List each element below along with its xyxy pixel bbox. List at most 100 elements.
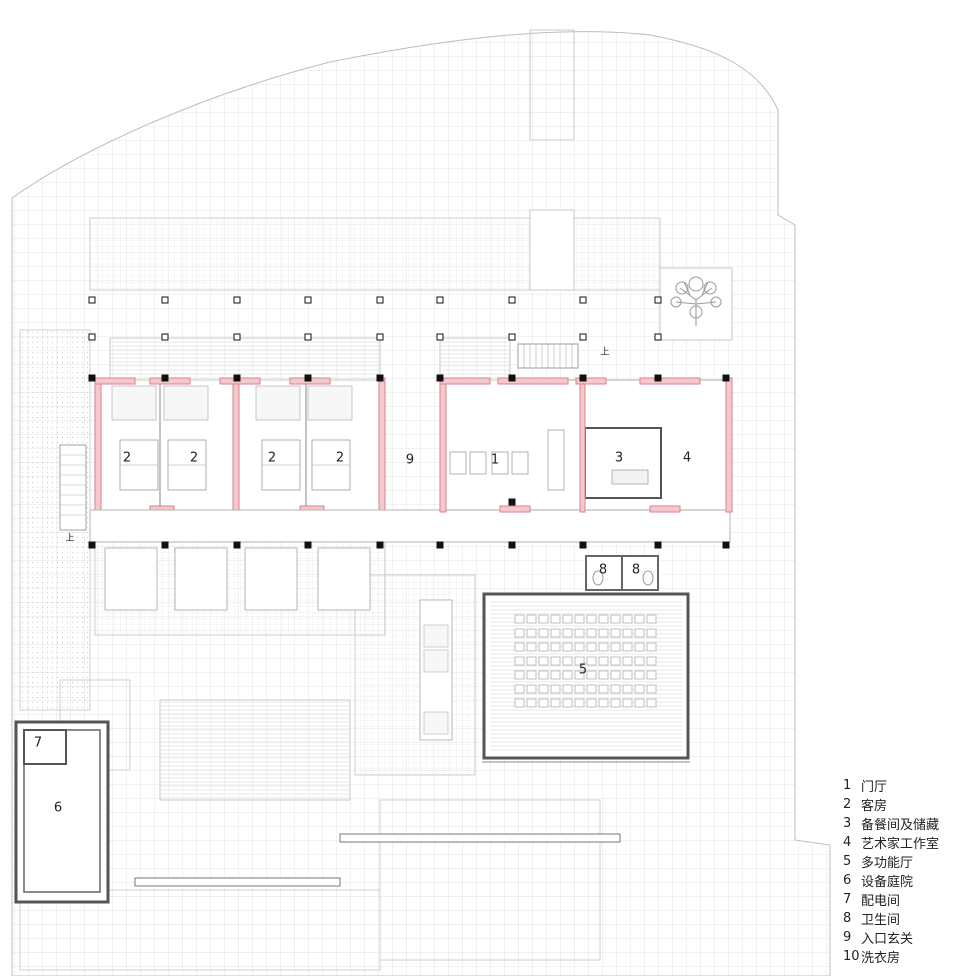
seat xyxy=(562,684,573,694)
main-hall-block xyxy=(439,337,733,513)
column xyxy=(436,333,444,341)
seat xyxy=(646,656,657,666)
room-label-pantry: 3 xyxy=(615,451,623,466)
column xyxy=(654,374,662,382)
seat xyxy=(562,642,573,652)
seat xyxy=(562,628,573,638)
room-label-lobby: 1 xyxy=(491,453,499,468)
tree-courtyard xyxy=(659,267,733,341)
column xyxy=(579,333,587,341)
columns xyxy=(88,296,730,549)
seat xyxy=(538,684,549,694)
seat xyxy=(586,628,597,638)
seat xyxy=(610,670,621,680)
seat xyxy=(646,670,657,680)
seat xyxy=(574,628,585,638)
seat xyxy=(634,684,645,694)
column xyxy=(161,374,169,382)
seat xyxy=(646,684,657,694)
seat xyxy=(526,642,537,652)
site-ground xyxy=(11,29,831,976)
seat xyxy=(574,684,585,694)
seat xyxy=(562,698,573,708)
seat xyxy=(574,698,585,708)
room-label-hall: 5 xyxy=(579,663,587,678)
seat xyxy=(514,628,525,638)
column xyxy=(436,374,444,382)
seat xyxy=(622,684,633,694)
seat xyxy=(610,656,621,666)
column xyxy=(88,296,96,304)
column xyxy=(508,296,516,304)
column xyxy=(233,374,241,382)
seat xyxy=(598,670,609,680)
room-labels: 2 2 2 2 9 1 3 4 8 8 5 7 6 上 上 xyxy=(34,347,691,816)
column xyxy=(508,498,516,506)
corridor xyxy=(89,509,731,543)
seat xyxy=(574,670,585,680)
seat xyxy=(586,656,597,666)
column xyxy=(376,374,384,382)
seat xyxy=(598,628,609,638)
room-label-guest-4: 2 xyxy=(336,451,344,466)
seat xyxy=(598,642,609,652)
column xyxy=(304,333,312,341)
seat xyxy=(634,670,645,680)
seat xyxy=(646,698,657,708)
seat xyxy=(526,628,537,638)
room-label-guest-3: 2 xyxy=(268,451,276,466)
column xyxy=(88,541,96,549)
seat xyxy=(610,642,621,652)
stair-up-label-west: 上 xyxy=(65,533,74,544)
room-label-guest-2: 2 xyxy=(190,451,198,466)
seat xyxy=(562,656,573,666)
seat xyxy=(562,614,573,624)
column xyxy=(508,541,516,549)
seat xyxy=(550,698,561,708)
seat xyxy=(514,614,525,624)
seat xyxy=(550,670,561,680)
seat xyxy=(634,628,645,638)
column xyxy=(233,296,241,304)
seat xyxy=(598,614,609,624)
seat xyxy=(586,614,597,624)
seat xyxy=(598,656,609,666)
column xyxy=(508,333,516,341)
seat xyxy=(550,684,561,694)
seat xyxy=(514,656,525,666)
room-label-toilet-1: 8 xyxy=(599,563,607,578)
column xyxy=(233,541,241,549)
toilets xyxy=(585,555,659,591)
seat xyxy=(610,698,621,708)
column xyxy=(654,333,662,341)
column xyxy=(161,541,169,549)
seat xyxy=(514,670,525,680)
seat xyxy=(646,642,657,652)
column xyxy=(304,296,312,304)
seat xyxy=(634,656,645,666)
column xyxy=(161,296,169,304)
seat xyxy=(586,684,597,694)
seat xyxy=(634,614,645,624)
column xyxy=(376,296,384,304)
column xyxy=(376,333,384,341)
seat xyxy=(550,656,561,666)
column xyxy=(161,333,169,341)
column xyxy=(722,374,730,382)
seat xyxy=(514,642,525,652)
seat xyxy=(622,614,633,624)
column xyxy=(654,541,662,549)
seat xyxy=(526,656,537,666)
seat xyxy=(586,642,597,652)
seat xyxy=(538,614,549,624)
